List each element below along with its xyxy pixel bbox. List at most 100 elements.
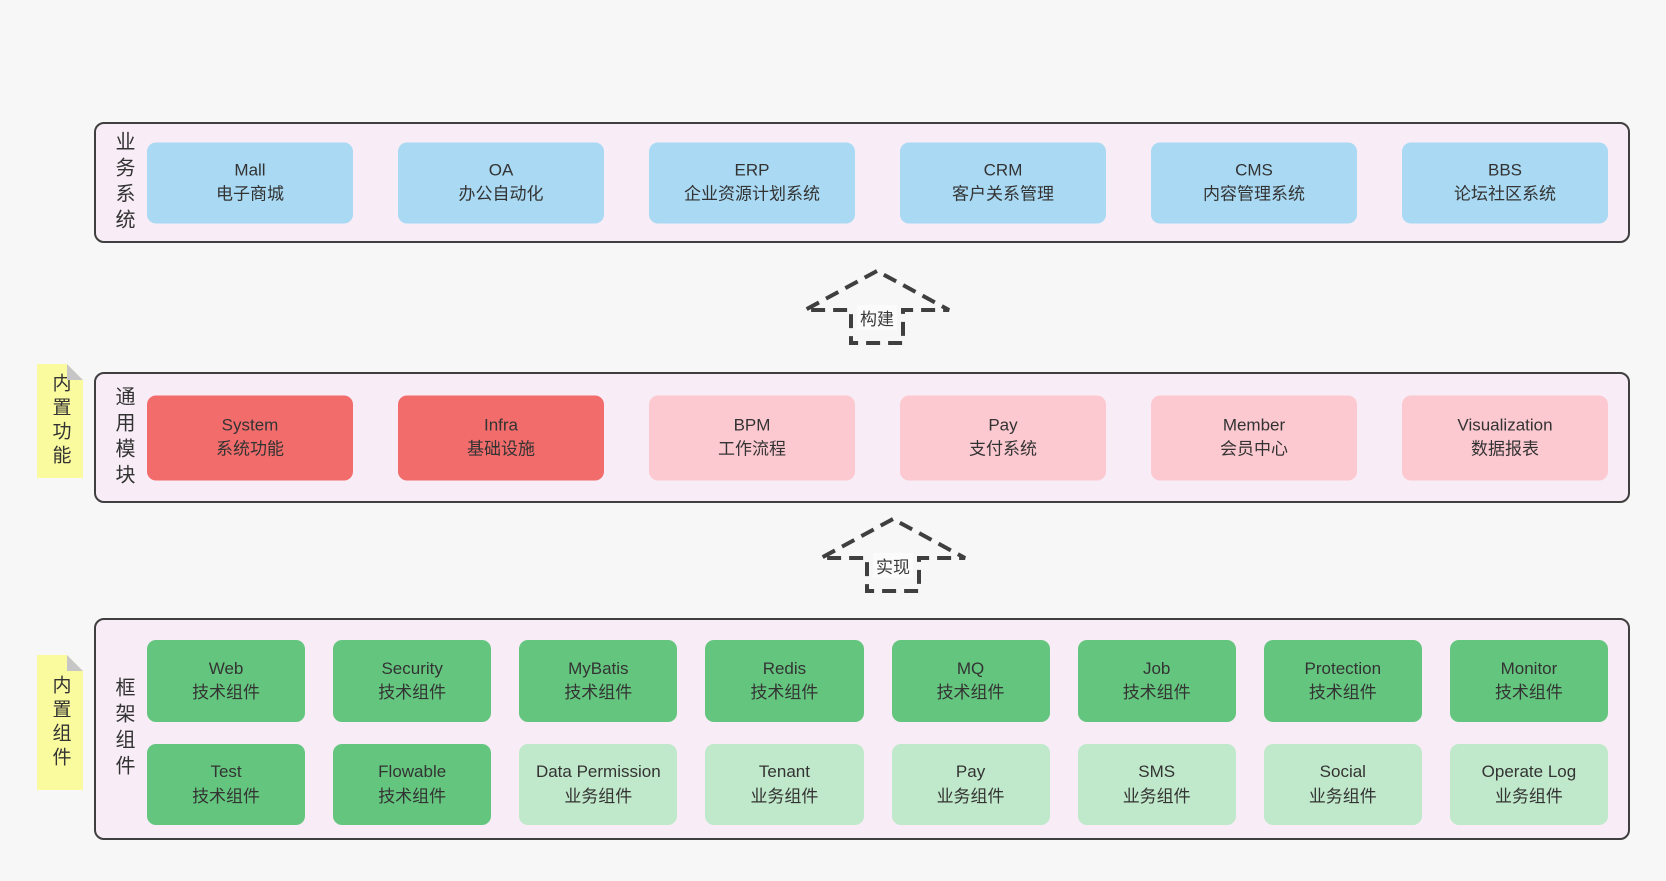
component-box-visualization: Visualization 数据报表 (1402, 395, 1608, 480)
box-title: Operate Log (1481, 762, 1577, 782)
box-subtitle: 业务组件 (750, 786, 819, 806)
box-subtitle: 工作流程 (718, 439, 786, 459)
component-box-mq: MQ 技术组件 (891, 640, 1050, 722)
box-subtitle: 技术组件 (564, 683, 633, 702)
box-title: Data Permission (535, 762, 661, 782)
sticky-note-builtin-features: 内置功能 (37, 364, 83, 478)
box-subtitle: 技术组件 (1308, 683, 1377, 702)
box-title: System (221, 415, 279, 435)
component-box-tenant: Tenant 业务组件 (705, 744, 864, 825)
box-title: MyBatis (568, 658, 629, 678)
component-box-bbs: BBS 论坛社区系统 (1402, 142, 1608, 223)
box-title: Member (1222, 415, 1286, 435)
component-box-data-permission: Data Permission 业务组件 (519, 744, 678, 825)
modules-box-row: System 系统功能 Infra 基础设施 BPM 工作流程 Pay 支付系统 Member 会… (147, 395, 1608, 480)
box-subtitle: 技术组件 (1494, 683, 1563, 702)
box-subtitle: 技术组件 (936, 683, 1005, 702)
box-title: BPM (733, 415, 771, 435)
component-box-sms: SMS 业务组件 (1077, 744, 1236, 825)
box-title: Mall (234, 160, 266, 180)
sticky-note-builtin-components: 内置组件 (37, 655, 83, 790)
box-subtitle: 数据报表 (1471, 439, 1539, 459)
box-subtitle: 业务组件 (936, 786, 1005, 806)
box-title: Job (1142, 658, 1171, 678)
dashed-up-arrow-icon (804, 268, 950, 345)
box-title: Monitor (1500, 658, 1558, 678)
box-title: Security (381, 658, 443, 678)
box-title: Visualization (1457, 415, 1553, 435)
sticky-note-builtin-features-label: 内置功能 (49, 373, 71, 469)
box-title: Pay (955, 762, 986, 782)
box-title: MQ (956, 658, 985, 678)
box-title: Redis (762, 658, 807, 678)
box-subtitle: 企业资源计划系统 (684, 184, 820, 204)
dashed-up-arrow-icon (820, 516, 966, 593)
sticky-note-builtin-components-label: 内置组件 (49, 674, 71, 771)
box-subtitle: 业务组件 (1122, 786, 1191, 806)
component-box-system: System 系统功能 (147, 395, 353, 480)
box-title: Flowable (378, 762, 447, 782)
component-box-pay: Pay 业务组件 (891, 744, 1050, 825)
box-subtitle: 论坛社区系统 (1454, 184, 1556, 204)
box-title: SMS (1138, 762, 1176, 782)
box-subtitle: 技术组件 (192, 786, 261, 806)
component-box-infra: Infra 基础设施 (398, 395, 604, 480)
box-title: BBS (1487, 160, 1523, 180)
box-title: Test (210, 762, 242, 782)
box-subtitle: 支付系统 (969, 439, 1037, 459)
box-title: Web (208, 658, 244, 678)
box-subtitle: 基础设施 (467, 439, 535, 459)
layer-common-modules: 通用模块 System 系统功能 Infra 基础设施 BPM 工作流程 Pay 支付系统 Me… (94, 372, 1630, 503)
box-subtitle: 会员中心 (1220, 439, 1288, 459)
component-box-oa: OA 办公自动化 (398, 142, 604, 223)
arrow-build: 构建 (797, 268, 957, 346)
component-box-member: Member 会员中心 (1151, 395, 1357, 480)
box-title: Protection (1304, 658, 1382, 678)
box-title: Infra (483, 415, 519, 435)
component-box-security: Security 技术组件 (333, 640, 492, 722)
box-subtitle: 客户关系管理 (952, 184, 1054, 204)
component-box-crm: CRM 客户关系管理 (900, 142, 1106, 223)
box-subtitle: 内容管理系统 (1203, 184, 1305, 204)
layer-label-business: 业务系统 (112, 130, 134, 235)
arrow-implement-label: 实现 (873, 553, 913, 578)
arrow-implement: 实现 (813, 516, 973, 594)
box-subtitle: 技术组件 (750, 683, 819, 702)
box-subtitle: 电子商城 (216, 184, 284, 204)
component-box-pay: Pay 支付系统 (900, 395, 1106, 480)
component-box-protection: Protection 技术组件 (1263, 640, 1422, 722)
box-title: CMS (1235, 160, 1273, 180)
component-box-web: Web 技术组件 (147, 640, 306, 722)
component-box-test: Test 技术组件 (147, 744, 306, 825)
box-subtitle: 系统功能 (216, 439, 284, 459)
box-subtitle: 业务组件 (1494, 786, 1563, 806)
layer-label-components: 框架组件 (112, 677, 134, 781)
box-subtitle: 技术组件 (192, 683, 261, 702)
box-title: OA (488, 160, 514, 180)
component-box-monitor: Monitor 技术组件 (1449, 640, 1608, 722)
component-box-flowable: Flowable 技术组件 (333, 744, 492, 825)
layer-label-modules: 通用模块 (112, 385, 134, 490)
box-subtitle: 业务组件 (564, 786, 633, 806)
box-subtitle: 办公自动化 (458, 184, 544, 204)
component-box-mybatis: MyBatis 技术组件 (519, 640, 678, 722)
component-box-social: Social 业务组件 (1263, 744, 1422, 825)
box-subtitle: 技术组件 (378, 786, 447, 806)
component-box-cms: CMS 内容管理系统 (1151, 142, 1357, 223)
box-title: Tenant (758, 762, 810, 782)
box-title: Pay (988, 415, 1018, 435)
box-subtitle: 技术组件 (378, 683, 447, 702)
box-title: Social (1319, 762, 1366, 782)
box-title: CRM (983, 160, 1023, 180)
component-box-bpm: BPM 工作流程 (649, 395, 855, 480)
component-box-redis: Redis 技术组件 (705, 640, 864, 722)
component-box-operate-log: Operate Log 业务组件 (1449, 744, 1608, 825)
box-subtitle: 业务组件 (1308, 786, 1377, 806)
